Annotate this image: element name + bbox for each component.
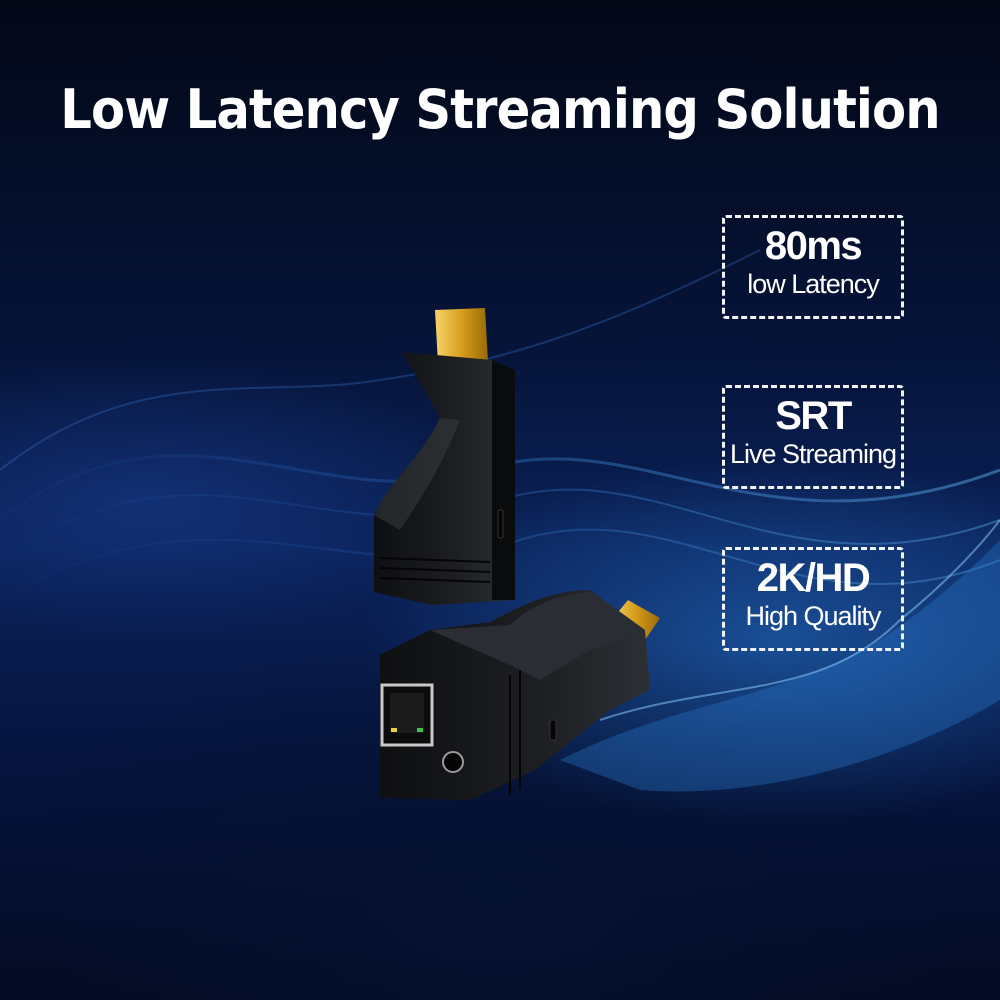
usb-port	[549, 719, 557, 741]
headline: Low Latency Streaming Solution	[60, 78, 940, 141]
feature-badge-latency: 80ms low Latency	[722, 215, 904, 319]
horizontal-device	[380, 590, 660, 800]
feature-value: 2K/HD	[756, 556, 871, 600]
feature-badge-srt: SRT Live Streaming	[722, 385, 904, 489]
upright-device	[374, 308, 515, 605]
feature-badge-quality: 2K/HD High Quality	[722, 547, 904, 651]
feature-value: 80ms	[764, 224, 863, 268]
feature-value: SRT	[775, 394, 852, 438]
product-image	[374, 308, 660, 800]
feature-label: low Latency	[747, 269, 880, 299]
audio-jack	[442, 751, 464, 773]
feature-label: High Quality	[745, 601, 881, 631]
feature-label: Live Streaming	[729, 439, 897, 469]
